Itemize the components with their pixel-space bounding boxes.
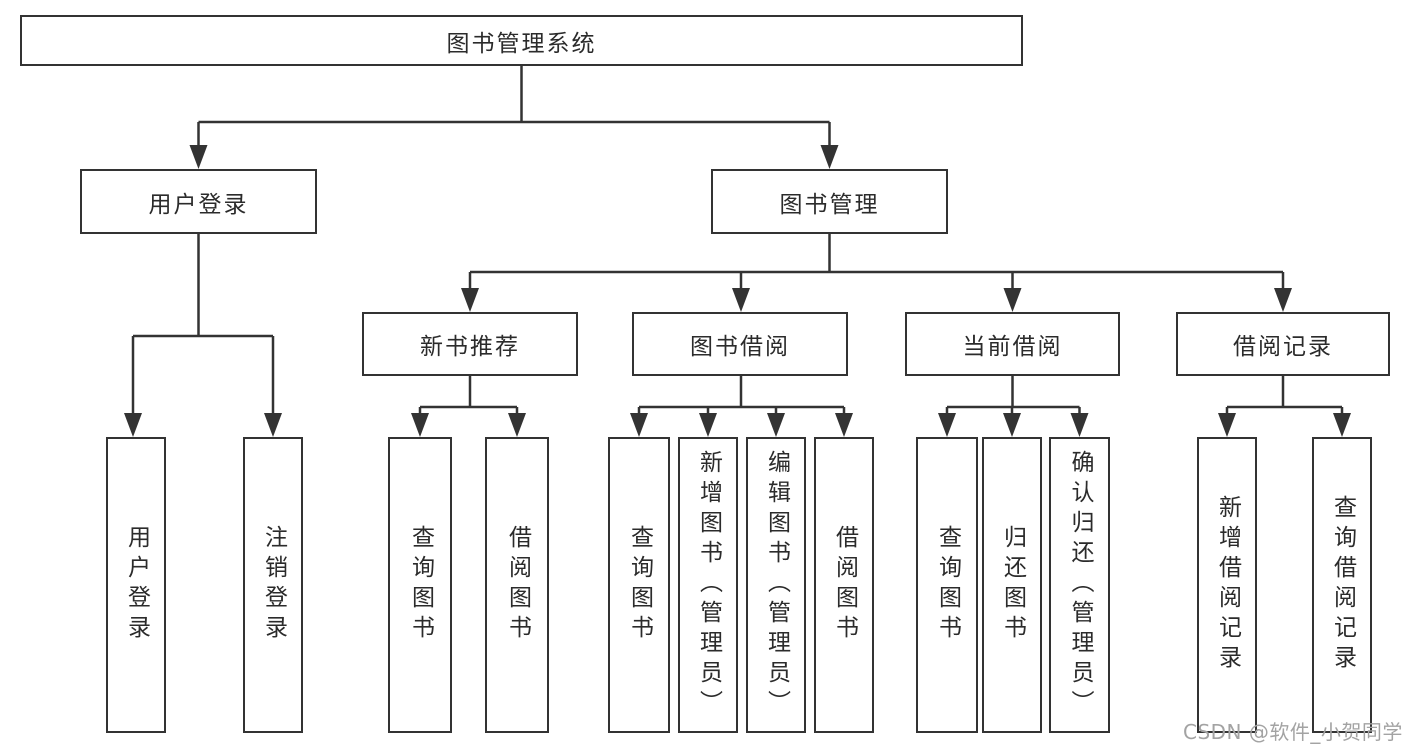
watermark: CSDN @软件_小贺同学 bbox=[1183, 720, 1403, 744]
leaf-return-books-label: 归还图书 bbox=[999, 525, 1026, 645]
leaf-add-borrow-record: 新增借阅记录 bbox=[1197, 437, 1257, 733]
leaf-add-borrow-record-label: 新增借阅记录 bbox=[1214, 495, 1241, 675]
leaf-logout-label: 注销登录 bbox=[260, 525, 287, 645]
node-book-borrowing: 图书借阅 bbox=[632, 312, 848, 376]
arrow-down-icon bbox=[1333, 413, 1351, 437]
arrow-down-icon bbox=[1070, 413, 1089, 437]
leaf-query-borrow-record-label: 查询借阅记录 bbox=[1329, 495, 1356, 675]
arrowheads bbox=[124, 145, 1351, 437]
node-current-borrowing-label: 当前借阅 bbox=[962, 334, 1063, 360]
edge-records-to-leaves bbox=[1225, 376, 1344, 431]
leaf-add-books-admin: 新增图书（管理员） bbox=[678, 437, 738, 733]
arrow-down-icon bbox=[461, 288, 479, 312]
node-library-system: 图书管理系统 bbox=[20, 15, 1023, 66]
arrow-down-icon bbox=[264, 413, 282, 437]
leaf-borrow-books-recommend-label: 借阅图书 bbox=[504, 525, 531, 645]
arrow-down-icon bbox=[699, 413, 717, 437]
edge-root-to-level2 bbox=[197, 66, 831, 163]
edge-newbook-to-leaves bbox=[418, 376, 519, 431]
node-book-borrowing-label: 图书借阅 bbox=[690, 334, 790, 360]
node-borrowing-records-label: 借阅记录 bbox=[1233, 334, 1333, 360]
leaf-query-books-recommend: 查询图书 bbox=[388, 437, 452, 733]
edge-borrowing-to-leaves bbox=[637, 376, 846, 431]
arrow-down-icon bbox=[411, 413, 429, 437]
node-user-login: 用户登录 bbox=[80, 169, 317, 234]
leaf-query-borrow-record: 查询借阅记录 bbox=[1312, 437, 1372, 733]
leaf-return-books: 归还图书 bbox=[982, 437, 1042, 733]
leaf-logout: 注销登录 bbox=[243, 437, 303, 733]
arrow-down-icon bbox=[630, 413, 648, 437]
leaf-user-login: 用户登录 bbox=[106, 437, 166, 733]
arrow-down-icon bbox=[835, 413, 853, 437]
node-book-management: 图书管理 bbox=[711, 169, 948, 234]
arrow-down-icon bbox=[767, 413, 785, 437]
leaf-edit-books-admin-label: 编辑图书（管理员） bbox=[763, 450, 790, 720]
arrow-down-icon bbox=[938, 413, 956, 437]
arrow-down-icon bbox=[732, 288, 750, 312]
leaf-borrow-books-borrowing-label: 借阅图书 bbox=[831, 525, 858, 645]
leaf-edit-books-admin: 编辑图书（管理员） bbox=[746, 437, 806, 733]
leaf-query-books-current-label: 查询图书 bbox=[934, 525, 961, 645]
leaf-add-books-admin-label: 新增图书（管理员） bbox=[695, 450, 722, 720]
node-user-login-label: 用户登录 bbox=[148, 191, 249, 218]
arrow-down-icon bbox=[1274, 288, 1292, 312]
node-book-management-label: 图书管理 bbox=[779, 191, 880, 218]
leaf-borrow-books-recommend: 借阅图书 bbox=[485, 437, 549, 733]
arrow-down-icon bbox=[189, 145, 208, 169]
arrow-down-icon bbox=[1003, 288, 1022, 312]
node-new-book-recommend: 新书推荐 bbox=[362, 312, 578, 376]
leaf-query-books-current: 查询图书 bbox=[916, 437, 978, 733]
arrow-down-icon bbox=[820, 145, 839, 169]
arrow-down-icon bbox=[508, 413, 526, 437]
node-new-book-recommend-label: 新书推荐 bbox=[420, 334, 520, 360]
node-current-borrowing: 当前借阅 bbox=[905, 312, 1120, 376]
leaf-query-books-recommend-label: 查询图书 bbox=[407, 525, 434, 645]
leaf-borrow-books-borrowing: 借阅图书 bbox=[814, 437, 874, 733]
leaf-confirm-return-admin: 确认归还（管理员） bbox=[1049, 437, 1110, 733]
node-borrowing-records: 借阅记录 bbox=[1176, 312, 1390, 376]
edge-userlogin-to-leaves bbox=[131, 234, 275, 431]
arrow-down-icon bbox=[1003, 413, 1021, 437]
arrow-down-icon bbox=[124, 413, 142, 437]
arrow-down-icon bbox=[1218, 413, 1236, 437]
leaf-user-login-label: 用户登录 bbox=[123, 525, 150, 645]
edge-bookmgmt-to-level3 bbox=[468, 234, 1285, 307]
leaf-query-books-borrowing: 查询图书 bbox=[608, 437, 670, 733]
leaf-query-books-borrowing-label: 查询图书 bbox=[626, 525, 653, 645]
node-library-system-label: 图书管理系统 bbox=[446, 30, 597, 57]
leaf-confirm-return-admin-label: 确认归还（管理员） bbox=[1067, 450, 1093, 720]
